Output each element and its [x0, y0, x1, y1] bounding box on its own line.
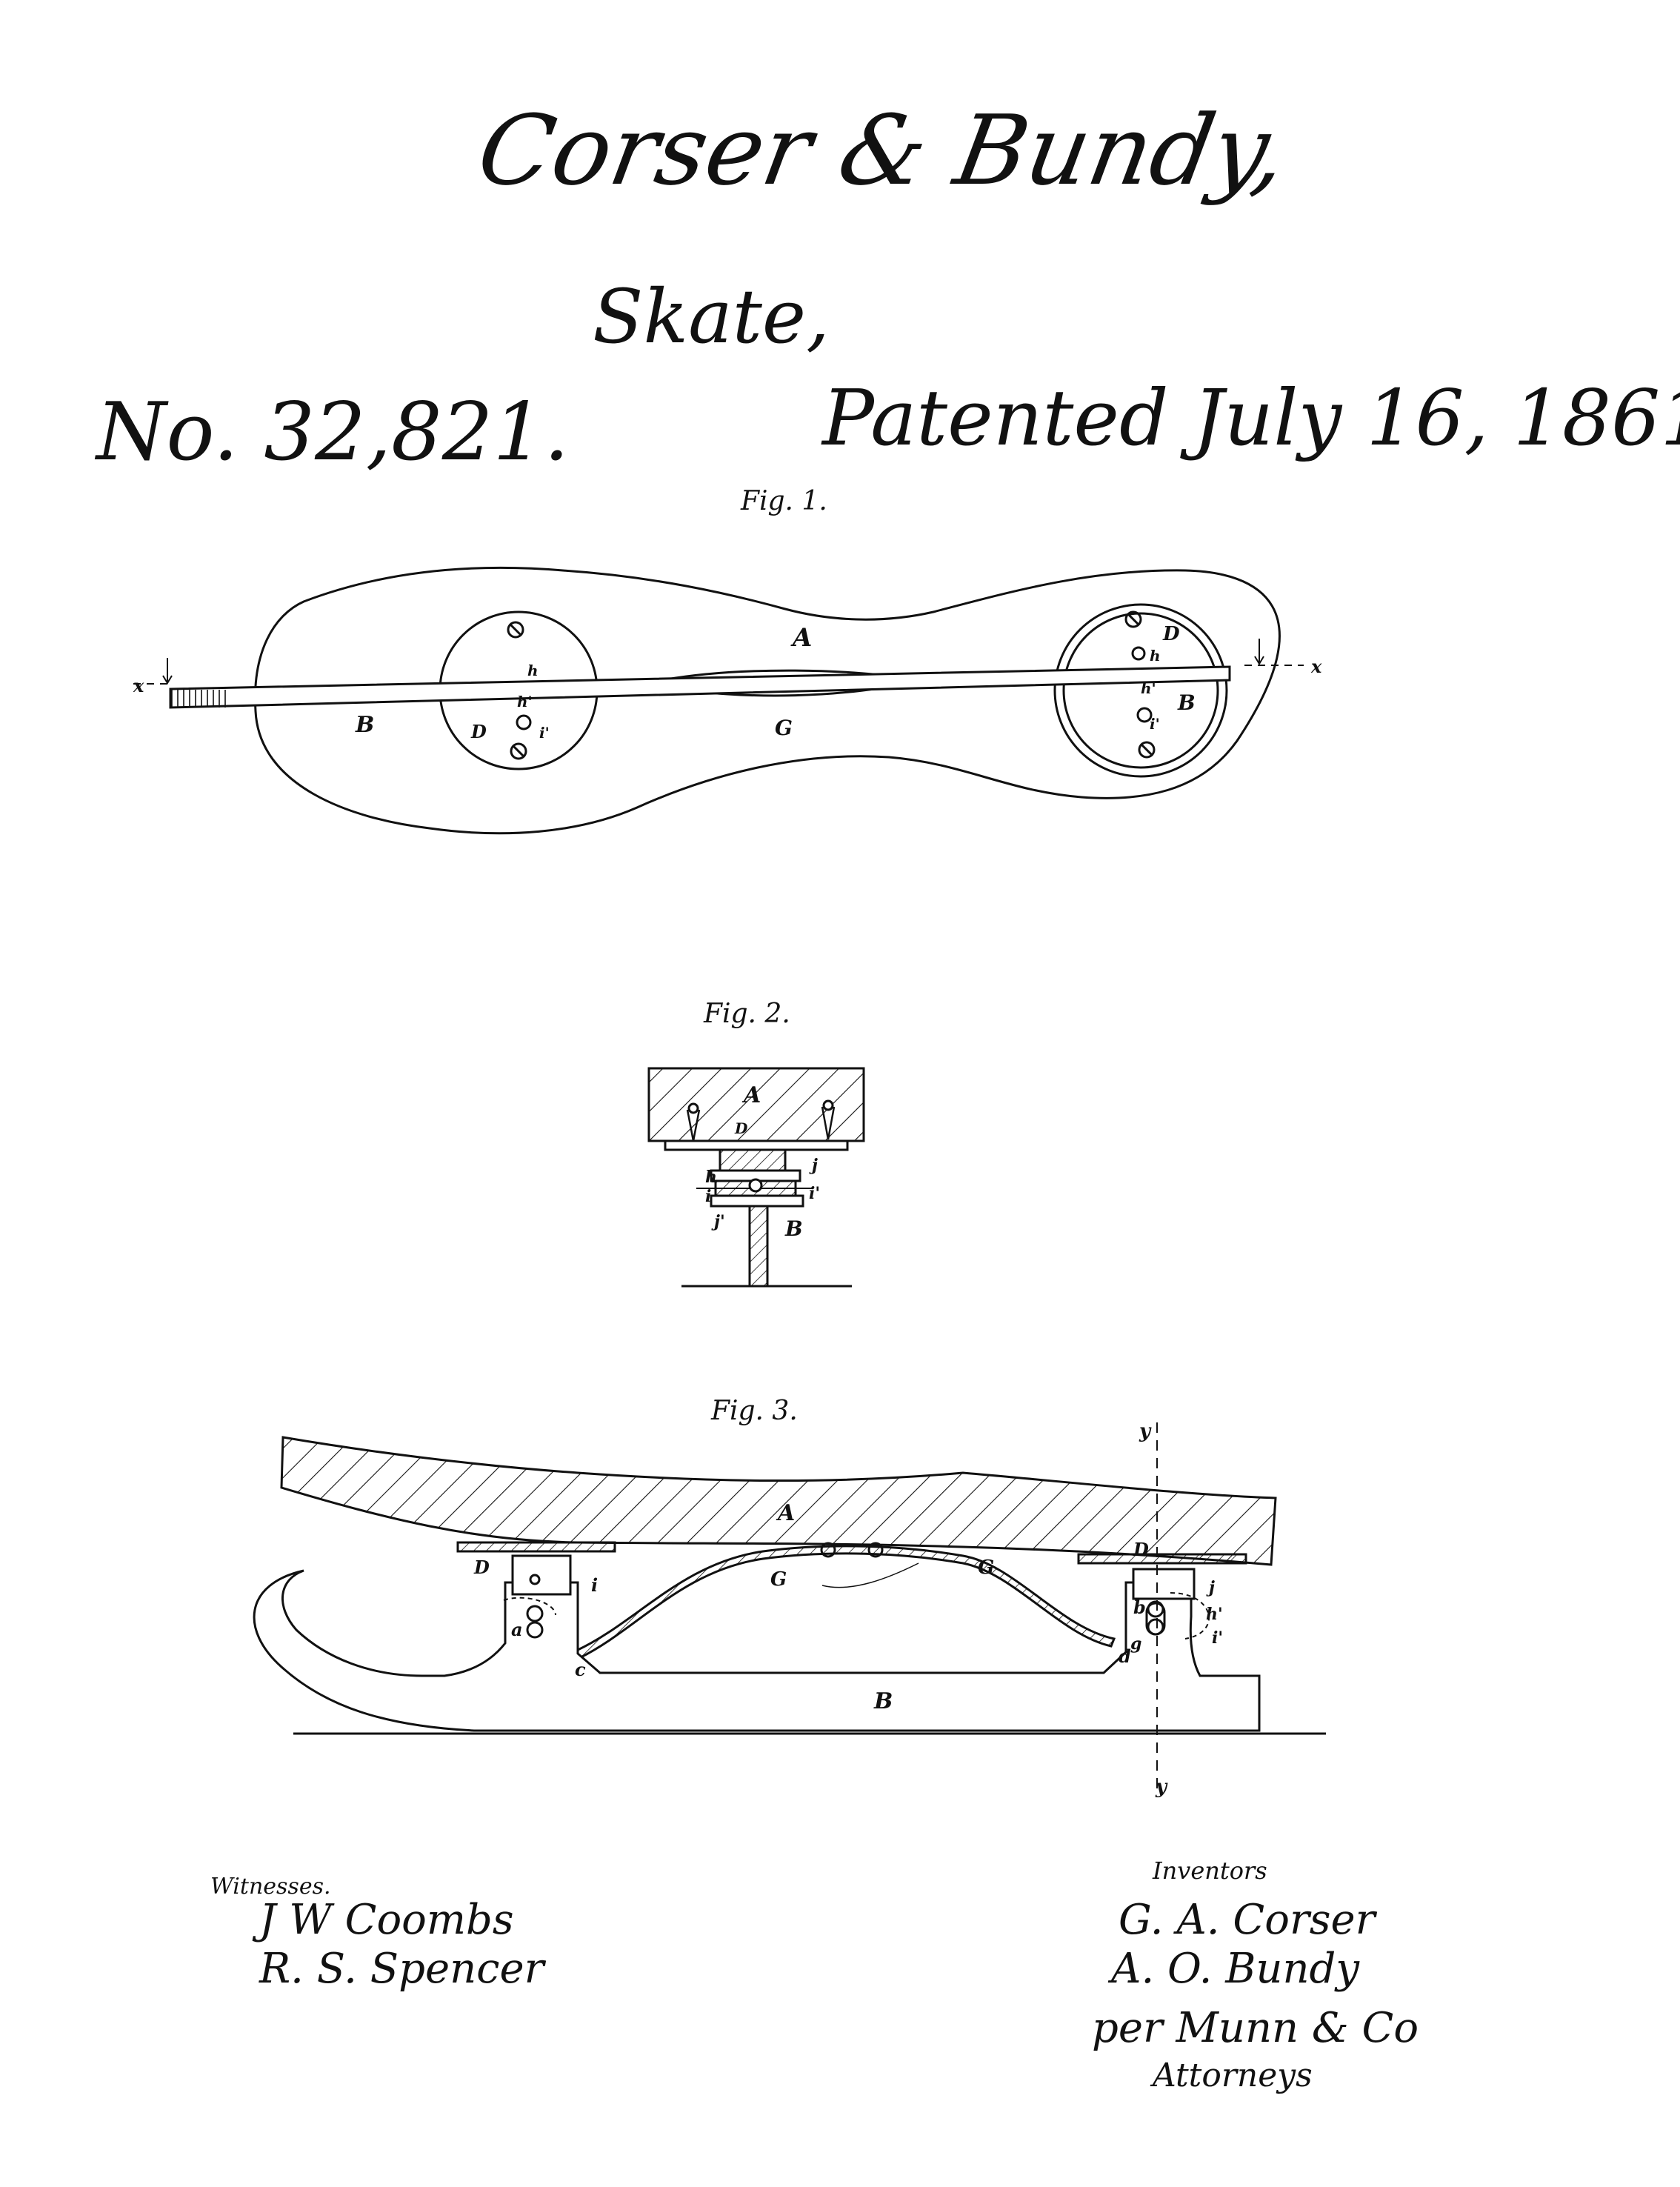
figure-3: Fig. 3. y y A D D G: [253, 1396, 1326, 1798]
fig3-label-G-right: G: [978, 1557, 994, 1579]
fig3-label-a: a: [511, 1619, 523, 1640]
fig1-label-D-left: D: [470, 721, 487, 742]
fig1-label-h-left: h: [527, 662, 539, 679]
fig1-label-G: G: [775, 716, 793, 740]
fig2-label-jp: j': [711, 1212, 725, 1231]
fig1-runner: [169, 665, 1231, 709]
fig3-caption: Fig. 3.: [710, 1396, 798, 1426]
fig3-label-D-right: D: [1133, 1539, 1149, 1560]
fig1-label-B-left: B: [355, 712, 374, 738]
fig3-label-d: d: [1119, 1645, 1131, 1667]
fig3-label-i: i: [591, 1574, 598, 1596]
fig2-label-B: B: [784, 1216, 803, 1241]
fig1-label-hp-left: h': [517, 693, 533, 710]
header: Corser & Bundy, Skate, No. 32,821. Paten…: [94, 94, 1680, 479]
fig3-label-y-top: y: [1139, 1420, 1152, 1442]
fig3-runner: [253, 1569, 1261, 1732]
invention-title: Skate,: [593, 273, 830, 360]
fig1-label-x-left: x: [133, 675, 144, 696]
fig1-label-h-right: h: [1150, 647, 1161, 665]
patent-date: Patented July 16, 1861.: [821, 373, 1680, 463]
witnesses-block: Witnesses. J W Coombs R. S. Spencer: [210, 1874, 547, 1993]
fig3-label-A: A: [776, 1500, 795, 1526]
fig1-label-B-right: B: [1177, 690, 1196, 715]
witness-signature-1: J W Coombs: [252, 1896, 514, 1944]
inventor-signature-1: G. A. Corser: [1119, 1896, 1378, 1944]
agent-role: Attorneys: [1150, 2057, 1313, 2094]
fig3-label-D-left: D: [473, 1557, 490, 1578]
inventors-heading: Inventors: [1152, 1857, 1267, 1885]
fig3-label-b: b: [1133, 1597, 1146, 1618]
witnesses-heading: Witnesses.: [210, 1874, 331, 1900]
figure-1: Fig. 1. A B B D: [133, 486, 1322, 835]
fig3-heel-plate: [456, 1541, 616, 1553]
fig2-caption: Fig. 2.: [703, 999, 790, 1029]
fig1-caption: Fig. 1.: [740, 486, 827, 516]
inventor-signature-2: A. O. Bundy: [1107, 1945, 1360, 1993]
fig3-label-ip: i': [1212, 1628, 1223, 1648]
fig1-label-ip-right: i': [1150, 715, 1160, 733]
fig1-sole-outline: [253, 566, 1281, 835]
fig2-label-i: i: [705, 1187, 711, 1206]
fig3-spring: [575, 1545, 1116, 1660]
fig1-label-A: A: [790, 623, 812, 653]
fig2-label-j: j: [809, 1156, 818, 1175]
fig2-label-h: h: [705, 1168, 717, 1187]
patent-number: No. 32,821.: [94, 386, 570, 479]
fig1-label-hp-right: h': [1141, 679, 1156, 697]
fig3-label-B: B: [873, 1688, 893, 1714]
fig3-label-g: g: [1130, 1634, 1141, 1654]
fig2-disc-plate: [664, 1139, 849, 1151]
inventors-block: Inventors G. A. Corser A. O. Bundy per M…: [1092, 1857, 1419, 2094]
fig2-label-A: A: [741, 1082, 761, 1108]
fig3-toe-plate: [1077, 1553, 1247, 1565]
fig2-runner: [748, 1205, 769, 1288]
fig1-label-x-right: x: [1310, 656, 1322, 677]
fig3-label-y-bottom: y: [1155, 1776, 1168, 1798]
fig3-label-c: c: [575, 1659, 586, 1680]
fig3-label-hp: h': [1206, 1605, 1223, 1624]
fig2-label-D: D: [734, 1119, 748, 1137]
fig3-label-j: j: [1206, 1578, 1215, 1597]
applicants-heading: Corser & Bundy,: [470, 94, 1296, 207]
agent-signature: per Munn & Co: [1092, 2004, 1419, 2052]
fig3-label-G-left: G: [770, 1568, 787, 1591]
fig2-label-ip: i': [809, 1184, 820, 1203]
fig1-label-ip-left: i': [539, 724, 550, 742]
witness-signature-2: R. S. Spencer: [259, 1945, 547, 1993]
fig1-toe-disc: [1053, 603, 1228, 778]
figure-2: Fig. 2. A D j i' h i j' B: [647, 999, 865, 1288]
fig1-label-D-right: D: [1162, 623, 1180, 645]
